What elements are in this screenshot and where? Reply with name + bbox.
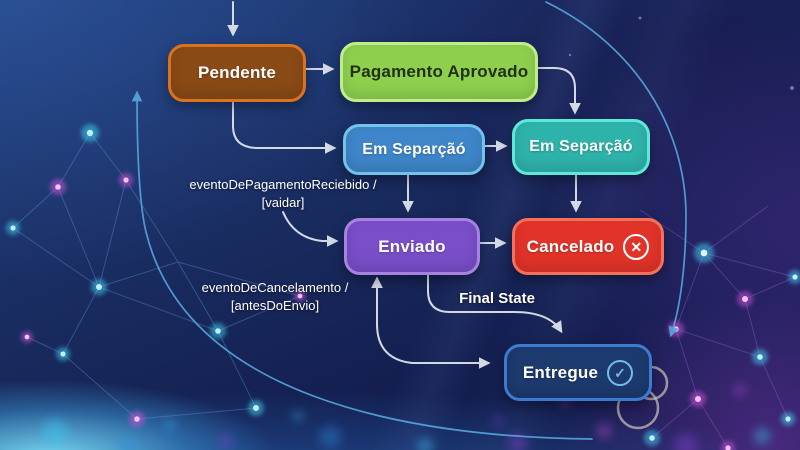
edge-label-evento-pagamento-line1: eventoDePagamentoReciebido / (189, 177, 377, 192)
edge-label-evento-cancelamento: eventoDeCancelamento / [antesDoEnvio] (165, 279, 385, 315)
edge-entregue-to-enviado-return (371, 276, 491, 369)
state-node-pendente-label: Pendente (197, 63, 277, 82)
state-node-enviado-label: Enviado (378, 236, 446, 256)
edge-pendente-to-separacao-azul (232, 96, 337, 154)
state-node-pendente: Pendente (168, 44, 306, 102)
edge-label-evento-pagamento-line2: [vaidar] (261, 195, 305, 211)
final-state-label: Final State (459, 290, 535, 307)
check-circle-icon: ✓ (607, 359, 634, 386)
state-node-em-separacao-azul: Em Separçãó (343, 124, 485, 175)
state-node-em-separacao-teal: Em Separçãó (512, 119, 650, 175)
state-node-cancelado-label: Cancelado (526, 236, 615, 256)
edge-label-evento-cancelamento-line1: eventoDeCancelamento / (201, 280, 349, 295)
state-node-cancelado: Cancelado ✕ (512, 218, 664, 275)
state-node-em-separacao-teal-label: Em Separçãó (529, 138, 633, 155)
x-circle-icon: ✕ (623, 233, 650, 260)
curve-right-sweep (545, 1, 687, 338)
state-node-em-separacao-azul-label: Em Separçãó (362, 140, 466, 158)
state-node-enviado: Enviado (344, 218, 480, 275)
edge-pagamento-to-separacao-teal (533, 67, 581, 115)
curve-left-return (131, 90, 593, 440)
edge-label-evento-pagamento: eventoDePagamentoReciebido / [vaidar] (163, 176, 403, 212)
edge-label-evento-cancelamento-line2: [antesDoEnvio] (230, 298, 320, 314)
edge-evento-pagamento-to-enviado (282, 211, 339, 247)
state-node-pagamento-aprovado: Pagamento Aprovado (340, 42, 538, 102)
state-node-pagamento-aprovado-label: Pagamento Aprovado (349, 62, 529, 81)
state-node-entregue: Entregue ✓ (504, 344, 652, 401)
state-node-entregue-label: Entregue (522, 362, 599, 382)
